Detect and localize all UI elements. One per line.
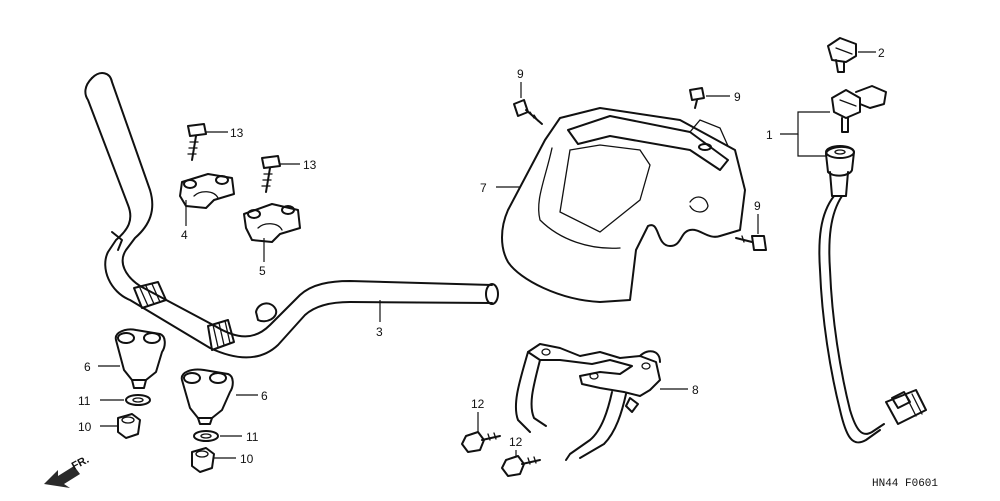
callout-11-left: 11 [78, 394, 91, 408]
bolt-13-right [261, 155, 281, 193]
upper-holder-5 [243, 203, 301, 243]
callout-12-right: 12 [509, 435, 523, 449]
washer-11-right [193, 430, 219, 442]
key-2 [827, 37, 857, 73]
bolt-12-left [461, 431, 501, 453]
ignition-switch-assembly [818, 85, 927, 444]
callout-7: 7 [480, 181, 487, 195]
upper-holder-4 [179, 173, 235, 209]
diagram-code: HN44 F0601 [872, 478, 938, 490]
handlebar-cover [501, 107, 746, 303]
callout-13-left: 13 [230, 126, 244, 140]
bolt-9-top [689, 87, 705, 109]
callout-11-right: 11 [246, 430, 259, 444]
meter-bracket [514, 343, 661, 461]
callout-13-right: 13 [303, 158, 317, 172]
handlebar [84, 72, 499, 359]
callout-9-left: 9 [517, 67, 524, 81]
callout-9-top: 9 [734, 90, 741, 104]
callout-10-left: 10 [78, 420, 92, 434]
bolt-9-right [735, 235, 767, 251]
callout-2: 2 [878, 46, 885, 60]
callout-labels: 2 1 13 13 4 5 6 6 11 10 11 10 3 7 8 9 9 … [78, 46, 885, 466]
callout-4: 4 [181, 228, 188, 242]
callout-6-right: 6 [261, 389, 268, 403]
front-label: FR. [70, 454, 91, 473]
wire-connector [885, 389, 927, 425]
nut-10-right [191, 447, 215, 473]
grip-ring-right [207, 319, 235, 351]
callout-3: 3 [376, 325, 383, 339]
grip-ring-left [133, 281, 167, 309]
front-arrow-icon [44, 466, 80, 488]
bolt-12-right [501, 455, 541, 477]
callout-6-left: 6 [84, 360, 91, 374]
bolt-9-left [513, 99, 543, 125]
lower-holder-6-left [114, 328, 166, 389]
callout-8: 8 [692, 383, 699, 397]
front-direction-indicator: FR. [44, 454, 91, 488]
callout-10-right: 10 [240, 452, 254, 466]
lower-holder-6-right [180, 368, 234, 425]
callout-12-left: 12 [471, 397, 485, 411]
callout-5: 5 [259, 264, 266, 278]
callout-9-right: 9 [754, 199, 761, 213]
callout-1: 1 [766, 128, 773, 142]
bolt-13-left [187, 123, 207, 161]
nut-10-left [117, 413, 141, 439]
washer-11-left [125, 394, 151, 406]
leader-lines [98, 51, 876, 459]
